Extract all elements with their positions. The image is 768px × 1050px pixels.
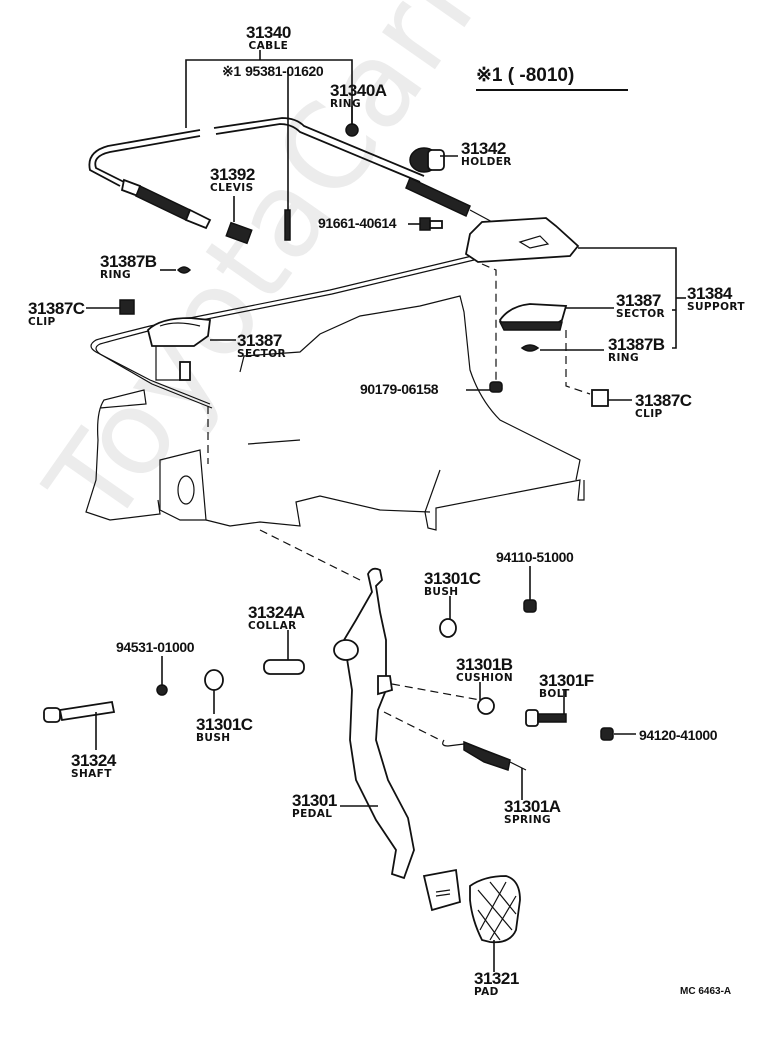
label-nut-94531[interactable]: 94531-01000 xyxy=(116,639,195,656)
part-number: 31301C xyxy=(196,715,253,734)
part-number: 31387C xyxy=(635,391,692,410)
part-number: 94531-01000 xyxy=(116,639,195,655)
part-name: SECTOR xyxy=(616,308,666,320)
label-spring[interactable]: 31301A SPRING xyxy=(504,798,561,826)
part-number: 31387B xyxy=(608,335,665,354)
pedal-part xyxy=(333,567,461,912)
ring-31387b-left-part xyxy=(176,266,192,274)
part-number: 95381-01620 xyxy=(245,63,324,79)
part-number: 31387 xyxy=(237,331,282,350)
label-clip-31387c-right[interactable]: 31387C CLIP xyxy=(635,392,692,420)
part-name: CLIP xyxy=(28,316,56,328)
part-name: CLIP xyxy=(635,408,663,420)
part-name: HOLDER xyxy=(461,156,512,168)
note-range: ( -8010) xyxy=(507,65,575,86)
part-name: COLLAR xyxy=(248,620,297,632)
serial-range-note: ※1 ( -8010) xyxy=(476,64,628,91)
label-collar[interactable]: 31324A COLLAR xyxy=(248,604,305,632)
part-number: 31384 xyxy=(687,284,732,303)
support-dash-line xyxy=(481,263,497,380)
part-number: 31340 xyxy=(246,23,291,42)
label-cable[interactable]: 31340 CABLE xyxy=(246,24,291,52)
label-pedal[interactable]: 31301 PEDAL xyxy=(292,792,337,820)
sector-left-part xyxy=(147,317,212,347)
part-number: 31387B xyxy=(100,252,157,271)
label-cable-sub[interactable]: ※1 95381-01620 xyxy=(222,63,324,80)
part-name: CLEVIS xyxy=(210,182,254,194)
vehicle-body-outline xyxy=(85,295,585,581)
leader-lines xyxy=(86,106,686,972)
label-cushion[interactable]: 31301B CUSHION xyxy=(456,656,513,684)
label-nut-94110[interactable]: 94110-51000 xyxy=(496,549,574,566)
part-name: BOLT xyxy=(539,688,570,700)
label-nut-94120[interactable]: 94120-41000 xyxy=(639,727,718,744)
label-sector-right[interactable]: 31387 SECTOR xyxy=(616,292,665,320)
part-number: 90179-06158 xyxy=(360,381,439,397)
cable-drawing xyxy=(88,117,497,409)
clip-31387c-left-part xyxy=(119,299,135,315)
note-symbol: ※1 xyxy=(476,65,503,86)
small-parts-lower xyxy=(43,599,614,771)
bolt-91661-part xyxy=(419,217,443,231)
pin-part xyxy=(284,209,291,241)
part-number: 31387C xyxy=(28,299,85,318)
part-number: 31301F xyxy=(539,671,594,690)
sector-right-part xyxy=(498,303,568,331)
label-pad[interactable]: 31321 PAD xyxy=(474,970,519,998)
part-number: 31324 xyxy=(71,751,116,770)
label-bolt-91661[interactable]: 91661-40614 xyxy=(318,215,397,232)
label-bolt-31301f[interactable]: 31301F BOLT xyxy=(539,672,594,700)
label-ring-31387b-right[interactable]: 31387B RING xyxy=(608,336,665,364)
part-number: 31301 xyxy=(292,791,337,810)
part-number: 31342 xyxy=(461,139,506,158)
part-number: 91661-40614 xyxy=(318,215,397,231)
clip-31387c-right-part xyxy=(591,389,609,407)
pad-part xyxy=(469,875,521,944)
label-nut-90179[interactable]: 90179-06158 xyxy=(360,381,439,398)
nut-90179-part xyxy=(489,381,503,393)
part-name: CABLE xyxy=(248,40,289,52)
label-support[interactable]: 31384 SUPPORT xyxy=(687,285,745,313)
part-name: BUSH xyxy=(196,732,231,744)
part-name: CUSHION xyxy=(456,672,514,684)
part-number: 31321 xyxy=(474,969,519,988)
note-symbol: ※1 xyxy=(222,63,241,79)
label-bush-lower[interactable]: 31301C BUSH xyxy=(196,716,253,744)
part-number: 31387 xyxy=(616,291,661,310)
part-number: 31340A xyxy=(330,81,387,100)
clevis-part xyxy=(225,221,253,245)
diagram-code: MC 6463-A xyxy=(680,986,732,997)
part-name: SUPPORT xyxy=(687,301,745,313)
label-holder[interactable]: 31342 HOLDER xyxy=(461,140,512,168)
support-plate-part xyxy=(464,217,580,263)
label-ring-31387b-left[interactable]: 31387B RING xyxy=(100,253,157,281)
ring-31340a-part xyxy=(345,123,359,137)
part-name: RING xyxy=(330,98,361,110)
part-number: 94120-41000 xyxy=(639,727,718,743)
part-number: 94110-51000 xyxy=(496,549,574,565)
part-number: 31301A xyxy=(504,797,561,816)
label-clip-31387c-left[interactable]: 31387C CLIP xyxy=(28,300,85,328)
label-ring-31340a[interactable]: 31340A RING xyxy=(330,82,387,110)
part-name: SPRING xyxy=(504,814,552,826)
part-name: BUSH xyxy=(424,586,459,598)
part-number: 31324A xyxy=(248,603,305,622)
part-name: SHAFT xyxy=(71,768,112,780)
holder-part xyxy=(409,147,445,173)
part-number: 31392 xyxy=(210,165,255,184)
ring-31387b-right-part xyxy=(520,344,540,352)
part-name: SECTOR xyxy=(237,348,287,360)
label-clevis[interactable]: 31392 CLEVIS xyxy=(210,166,255,194)
label-sector-left[interactable]: 31387 SECTOR xyxy=(237,332,286,360)
part-name: RING xyxy=(608,352,639,364)
part-number: 31301C xyxy=(424,569,481,588)
part-name: PAD xyxy=(474,986,499,998)
part-name: RING xyxy=(100,269,131,281)
label-bush-upper[interactable]: 31301C BUSH xyxy=(424,570,481,598)
label-shaft[interactable]: 31324 SHAFT xyxy=(71,752,116,780)
part-number: 31301B xyxy=(456,655,513,674)
clip-dash-line xyxy=(565,330,591,395)
part-name: PEDAL xyxy=(292,808,333,820)
